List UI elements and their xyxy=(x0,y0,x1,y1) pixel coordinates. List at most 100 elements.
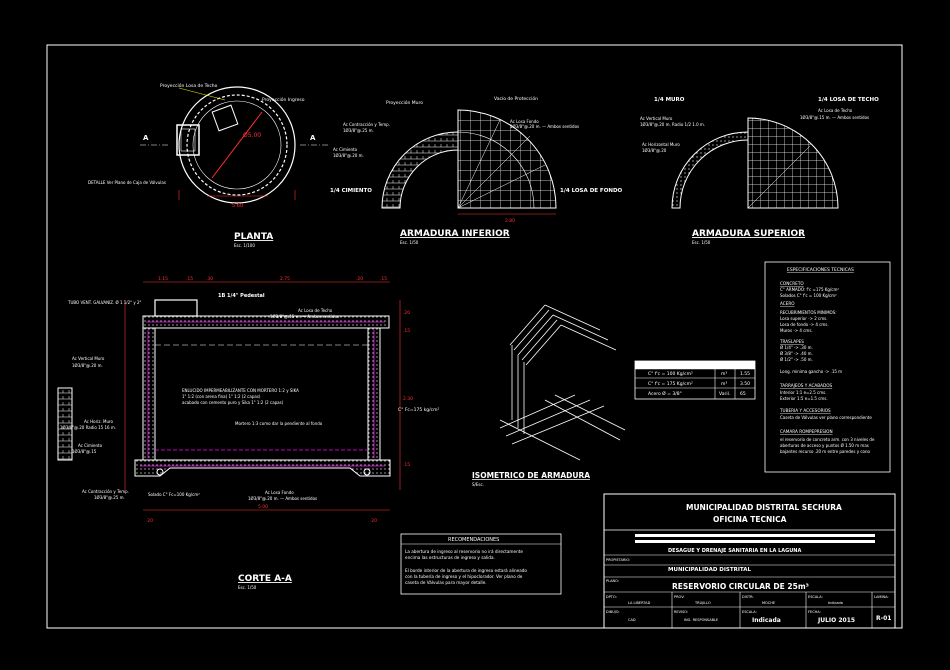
section-vert-wall-label: Ac Vertical Muro xyxy=(72,356,105,361)
section-vent-label: TUBO VENT. GALVANIZ. Ø 1 1/2" y 2" xyxy=(67,300,141,305)
upper-half-wall-label: 1/4 MURO xyxy=(654,97,685,103)
section-dim-bottom-1: .20 xyxy=(146,518,153,524)
section-note-2: 1" 1:2 (con arena fina) 1" 1:2 (2 capas) xyxy=(182,394,261,399)
section-access-hatch xyxy=(154,299,198,317)
plan-cut-mark-right: A xyxy=(310,134,316,142)
section-view: 1.15 .15 .30 2.75 .20 .15 .20 5.00 .20 .… xyxy=(57,276,440,590)
upper-horiz-value: 1Ø3/8"@.20 xyxy=(642,148,667,153)
recommend-p2-line-3: caseta de Válvulas para mayor detalle. xyxy=(405,580,487,585)
materials-row-3-unit: Varil. xyxy=(719,391,730,397)
tb-review-value: ING. RESPONSABLE xyxy=(684,618,718,622)
section-dim-side-1: .20 xyxy=(403,310,410,316)
plan-scale: Esc. 1/100 xyxy=(234,243,255,248)
lower-bottom-slab-value: 1Ø3/8"@.20 m. — Ambos sentidos xyxy=(510,124,579,129)
section-hatch-label: 1B 1/4" Pedestal xyxy=(218,293,265,299)
specs-s5-line-2: Exterior 1:5 e=1.5 cms. xyxy=(780,396,828,401)
tb-sheet-title: RESERVORIO CIRCULAR DE 25m³ xyxy=(672,582,809,591)
lower-contraction-value: 1Ø3/8"@.25 m. xyxy=(343,128,374,133)
iso-title: ISOMETRICO DE ARMADURA xyxy=(472,471,590,480)
specs-s3-title: RECUBRIMIENTOS MINIMOS: xyxy=(780,310,837,315)
tb-dept-value: LA LIBERTAD xyxy=(628,601,651,605)
section-scale: Esc. 1/50 xyxy=(238,585,257,590)
upper-scale: Esc. 1/50 xyxy=(692,240,711,245)
materials-table: C° f'c = 100 Kg/cm² m³ 1.55 C° f'c = 175… xyxy=(634,360,756,400)
specs-s6-title: TUBERIA Y ACCESORIOS xyxy=(779,408,831,413)
materials-row-2-qty: 3.50 xyxy=(740,381,750,387)
section-bottom-slab xyxy=(134,459,391,477)
specs-s1-line-1: C° ARMADO: f'c =175 Kg/cm² xyxy=(780,287,839,292)
specs-title: ESPECIFICACIONES TECNICAS xyxy=(787,267,854,273)
lower-dim: 2.80 xyxy=(505,218,515,224)
upper-reinforcement-view: 1/4 MURO 1/4 LOSA DE TECHO Ac Losa de Te… xyxy=(640,97,879,245)
section-dim-top-2: .15 xyxy=(186,276,193,282)
recommend-p2-line-2: con la tubería de ingreso y el hipoclora… xyxy=(405,574,523,579)
specs-s6-line-1: Caseta de Válvulas ver plano correspondi… xyxy=(780,415,872,420)
tb-project: DESAGUE Y DRENAJE SANITARIA EN LA LAGUNA xyxy=(668,548,801,554)
upper-title: ARMADURA SUPERIOR xyxy=(692,229,805,239)
lower-title: ARMADURA INFERIOR xyxy=(400,229,510,239)
specs-s1-line-2: Solados C° f'c = 100 Kg/cm² xyxy=(780,293,837,298)
tb-owner: MUNICIPALIDAD DISTRITAL xyxy=(668,567,751,573)
recommend-p1-line-2: encima las estructuras de ingreso y sali… xyxy=(405,555,495,560)
tb-dist-label: DISTR: xyxy=(742,595,754,599)
tb-office: OFICINA TECNICA xyxy=(713,515,787,524)
upper-vert-label: Ac Vertical Muro xyxy=(640,116,673,121)
lower-half-slab-label: 1/4 LOSA DE FONDO xyxy=(560,188,623,194)
section-dim-top-6: .15 xyxy=(380,276,387,282)
lower-bottom-slab-label: Ac Losa Fondo xyxy=(510,119,539,124)
plan-inner-wall xyxy=(186,94,288,196)
section-roof-steel-value: 1Ø3/8"@.15 m. — Ambos sentidos xyxy=(270,314,339,319)
specs-s3-line-3: Muros -> 4 cms. xyxy=(780,328,813,333)
specs-s4-line-1: Ø 1/4" -> .30 m. xyxy=(780,345,813,350)
specs-s4-line-3: Ø 1/2" -> .50 m. xyxy=(780,357,813,362)
materials-row-1-qty: 1.55 xyxy=(740,371,750,377)
materials-row-3-desc: Acero Ø = 3/8" xyxy=(648,390,682,397)
tb-owner-label: PROPIETARIO: xyxy=(606,558,630,562)
section-dim-side-2: .15 xyxy=(403,328,410,334)
tb-draw-value: CAD xyxy=(628,618,636,622)
section-bottom-label: Ac Losa Fondo xyxy=(265,490,294,495)
plan-cut-mark-left: A xyxy=(143,134,149,142)
upper-roof-value: 1Ø3/8"@.15 m. — Ambos sentidos xyxy=(800,115,869,120)
materials-row-3-qty: 65 xyxy=(740,391,746,397)
section-slope-label: Mortero 1:3 como dar la pendiente al fon… xyxy=(235,421,323,426)
section-left-wall xyxy=(142,327,156,461)
specs-s5-line-1: Interior 1:1 e=2.5 cms. xyxy=(780,390,826,395)
tb-dept-label: DPTO: xyxy=(606,595,617,599)
lower-scale: Esc. 1/50 xyxy=(400,240,419,245)
tb-scale-label-1: ESCALA: xyxy=(808,595,823,599)
upper-horiz-label: Ac Horizontal Muro xyxy=(642,142,680,147)
section-dim-top-1: 1.15 xyxy=(158,276,168,282)
title-block: MUNICIPALIDAD DISTRITAL SECHURA OFICINA … xyxy=(603,493,896,629)
section-dim-side-4: .15 xyxy=(403,462,410,468)
section-note-3: acabado con cemento puro y Sika 1" 1:2 (… xyxy=(182,400,284,405)
tb-draw-label: DIBUJO: xyxy=(606,610,620,614)
section-contraction-label: Ac Contracción y Temp. xyxy=(82,489,129,494)
lower-half-wall-label: 1/4 CIMIENTO xyxy=(330,188,372,194)
specs-s7-line-2: aberturas de acceso y puntos Ø 1.50 m ma… xyxy=(780,443,869,448)
tb-date-value: JULIO 2015 xyxy=(817,617,855,624)
section-concrete-label: C° Fc=175 kg/cm² xyxy=(398,407,440,413)
plan-detail-label: DETALLE Ver Plano de Caja de Válvulas xyxy=(88,180,166,185)
lower-hatch-label: Vacío de Protección xyxy=(494,95,538,102)
recommend-p2-line-1: El borde interior de la abertura de ingr… xyxy=(405,568,527,573)
section-lean-label: Solado C° Fc=100 Kg/cm² xyxy=(148,492,200,497)
section-vert-wall-value: 1Ø3/8"@.20 m. xyxy=(72,363,103,368)
lower-contraction-label: Ac Contracción y Temp. xyxy=(343,122,390,127)
tb-scale-label-2: ESCALA: xyxy=(742,610,757,614)
specs-s7-line-1: el reservorio de concreto arm. con 3 niv… xyxy=(780,437,875,442)
specs-s4-title: TRASLAPES xyxy=(779,339,804,344)
section-bottom-value: 1Ø3/8"@.20 m. — Ambos sentidos xyxy=(248,496,317,501)
tb-sheet-label: PLANO: xyxy=(606,579,619,583)
isometric-view: ISOMETRICO DE ARMADURA S/Esc. xyxy=(472,304,626,487)
plan-entry-hatch xyxy=(211,104,239,132)
section-dim-top-3: .30 xyxy=(206,276,213,282)
lower-wall-projection-label: Proyección Muro xyxy=(386,99,423,106)
section-note-1: ENLUCIDO IMPERMEABILIZANTE CON MORTERO 1… xyxy=(182,388,299,393)
materials-row-2-unit: m³ xyxy=(721,381,727,387)
tb-lamina-value: R-01 xyxy=(876,615,891,622)
tb-lamina-label: LAMINA: xyxy=(874,595,889,599)
tb-review-label: REVISO: xyxy=(674,610,688,614)
materials-row-2-desc: C° f'c = 175 Kg/cm² xyxy=(648,381,693,387)
